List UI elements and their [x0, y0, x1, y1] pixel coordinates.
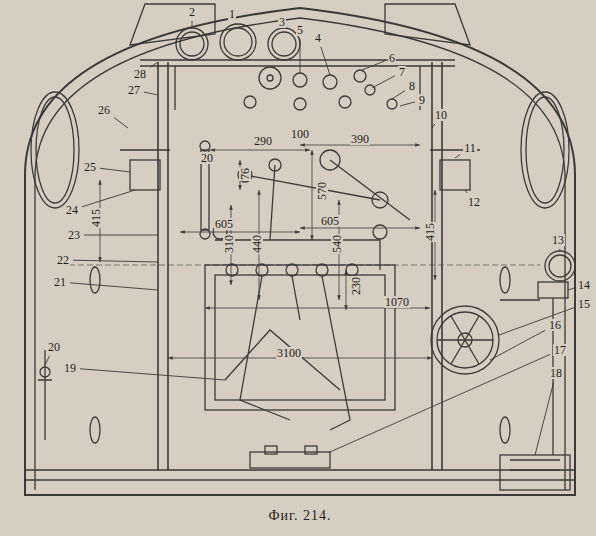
dimension-value: 3100: [276, 347, 302, 359]
callout-number: 19: [63, 362, 77, 374]
callout-number: 17: [553, 344, 567, 356]
leader-line: [400, 102, 415, 106]
callout-number: 4: [314, 32, 322, 44]
leader-line: [321, 47, 330, 75]
leader-line: [300, 39, 301, 73]
dimension-value: 290: [253, 135, 273, 147]
callout-number: 18: [549, 367, 563, 379]
leader-line: [490, 330, 545, 360]
callout-number: 3: [278, 16, 286, 28]
callout-number: 5: [296, 24, 304, 36]
callout-number: 12: [467, 196, 481, 208]
callout-number: 26: [97, 104, 111, 116]
dimension-value: 605: [214, 218, 234, 230]
dimension-value: 415: [90, 208, 102, 228]
leader-line: [235, 23, 237, 25]
leader-line: [499, 308, 574, 335]
leader-line: [114, 118, 128, 129]
dimension-value: 570: [316, 181, 328, 201]
dimension-value: 20: [200, 152, 214, 164]
callout-number: 13: [551, 234, 565, 246]
leader-line: [432, 124, 435, 128]
leader-line: [80, 369, 225, 380]
callout-number: 16: [548, 319, 562, 331]
callout-number: 25: [83, 161, 97, 173]
leader-line: [70, 283, 158, 290]
callout-number: 23: [67, 229, 81, 241]
callout-number: 20: [47, 341, 61, 353]
callout-number: 6: [388, 52, 396, 64]
callout-number: 9: [418, 94, 426, 106]
dimension-value: 440: [251, 234, 263, 254]
callout-number: 28: [133, 68, 147, 80]
dimension-value: 76: [239, 167, 251, 181]
leader-line: [45, 356, 50, 365]
callout-number: 1: [228, 8, 236, 20]
callout-number: 11: [463, 142, 477, 154]
leader-line: [82, 190, 135, 207]
leader-line: [144, 92, 158, 95]
leader-line: [362, 61, 385, 70]
leader-line: [100, 168, 130, 172]
callout-number: 2: [188, 6, 196, 18]
leader-line: [392, 91, 405, 99]
dimension-value: 540: [331, 234, 343, 254]
dimension-value: 390: [350, 133, 370, 145]
leader-line: [192, 21, 193, 28]
callout-number: 15: [577, 298, 591, 310]
dimension-value: 230: [350, 276, 362, 296]
leader-line: [372, 76, 395, 88]
leader-line: [455, 155, 460, 158]
dimension-value: 100: [290, 128, 310, 140]
callout-number: 24: [65, 204, 79, 216]
callout-number: 14: [577, 279, 591, 291]
leader-line: [568, 288, 574, 290]
leader-line: [535, 382, 554, 455]
leader-line: [150, 62, 158, 67]
leader-line: [465, 190, 467, 193]
dimension-value: 415: [424, 222, 436, 242]
dimension-value: 310: [223, 234, 235, 254]
leader-line: [330, 354, 550, 452]
callout-number: 8: [408, 80, 416, 92]
leader-line: [73, 260, 158, 262]
callout-number: 10: [434, 109, 448, 121]
leader-line: [559, 249, 560, 251]
callout-number: 21: [53, 276, 67, 288]
dimension-value: 605: [320, 215, 340, 227]
callout-number: 27: [127, 84, 141, 96]
leader-line: [84, 235, 158, 236]
figure-caption: Фиг. 214.: [267, 509, 332, 523]
callout-number: 22: [56, 254, 70, 266]
dimension-value: 1070: [384, 296, 410, 308]
callout-number: 7: [398, 66, 406, 78]
